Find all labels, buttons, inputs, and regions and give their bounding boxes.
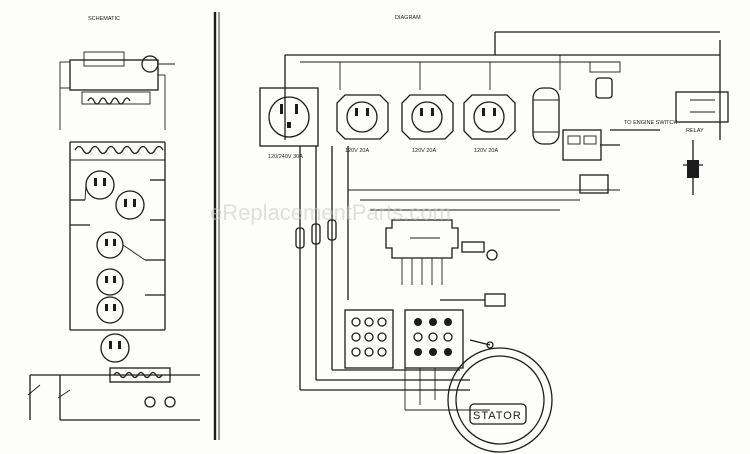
schematic-receptacle-2 xyxy=(115,190,145,220)
top-right-connector xyxy=(589,61,621,99)
top-harness xyxy=(284,31,721,140)
receptacle-120-240-label: 120/240V 30A xyxy=(268,154,303,160)
diagram-heading: DIAGRAM xyxy=(395,15,421,21)
terminal-block-right xyxy=(404,309,464,369)
brush-connector xyxy=(440,293,506,349)
receptacle-a-label: 120V 20A xyxy=(345,148,369,154)
terminal-block-left xyxy=(344,309,394,369)
watermark: eReplacementParts.com xyxy=(210,200,451,225)
engine-switch-lead: TO ENGINE SWITCH xyxy=(610,120,703,195)
schematic-engine-circuit xyxy=(27,367,200,421)
schematic-receptacle-4 xyxy=(96,268,124,296)
receptacle-c-label: 120V 20A xyxy=(474,148,498,154)
schematic-heading: SCHEMATIC xyxy=(88,16,120,22)
relay-label: RELAY xyxy=(686,128,704,134)
capacitor-cylinder xyxy=(532,87,560,145)
relay-box: RELAY xyxy=(675,91,729,134)
schematic-field-block xyxy=(59,51,175,130)
lower-wire-bundle xyxy=(300,368,490,411)
receptacle-120v-20a-a: 120V 20A xyxy=(336,94,389,154)
panel-divider xyxy=(213,12,220,440)
drop-wires xyxy=(295,146,620,390)
breaker-block xyxy=(562,129,620,194)
receptacle-b-label: 120V 20A xyxy=(412,148,436,154)
schematic-stator-windings xyxy=(69,141,166,331)
receptacle-120v-20a-b: 120V 20A xyxy=(401,94,454,154)
schematic-receptacle-1 xyxy=(85,170,115,200)
voltage-regulator xyxy=(385,219,498,285)
stator-label: STATOR xyxy=(473,410,522,422)
receptacle-120-240-30a: 120/240V 30A xyxy=(259,87,319,160)
diagram-panel: 120/240V 30A 120V 20A 120V 20A 120V 20A xyxy=(259,31,729,453)
schematic-receptacle-5 xyxy=(96,296,124,324)
schematic-receptacle-6 xyxy=(100,333,130,363)
schematic-panel xyxy=(27,51,200,421)
to-engine-switch-label: TO ENGINE SWITCH xyxy=(624,120,677,126)
stator-ring: STATOR xyxy=(447,347,553,453)
schematic-receptacle-3 xyxy=(96,231,124,259)
receptacle-120v-20a-c: 120V 20A xyxy=(463,94,516,154)
schematic-breakers xyxy=(70,179,165,296)
